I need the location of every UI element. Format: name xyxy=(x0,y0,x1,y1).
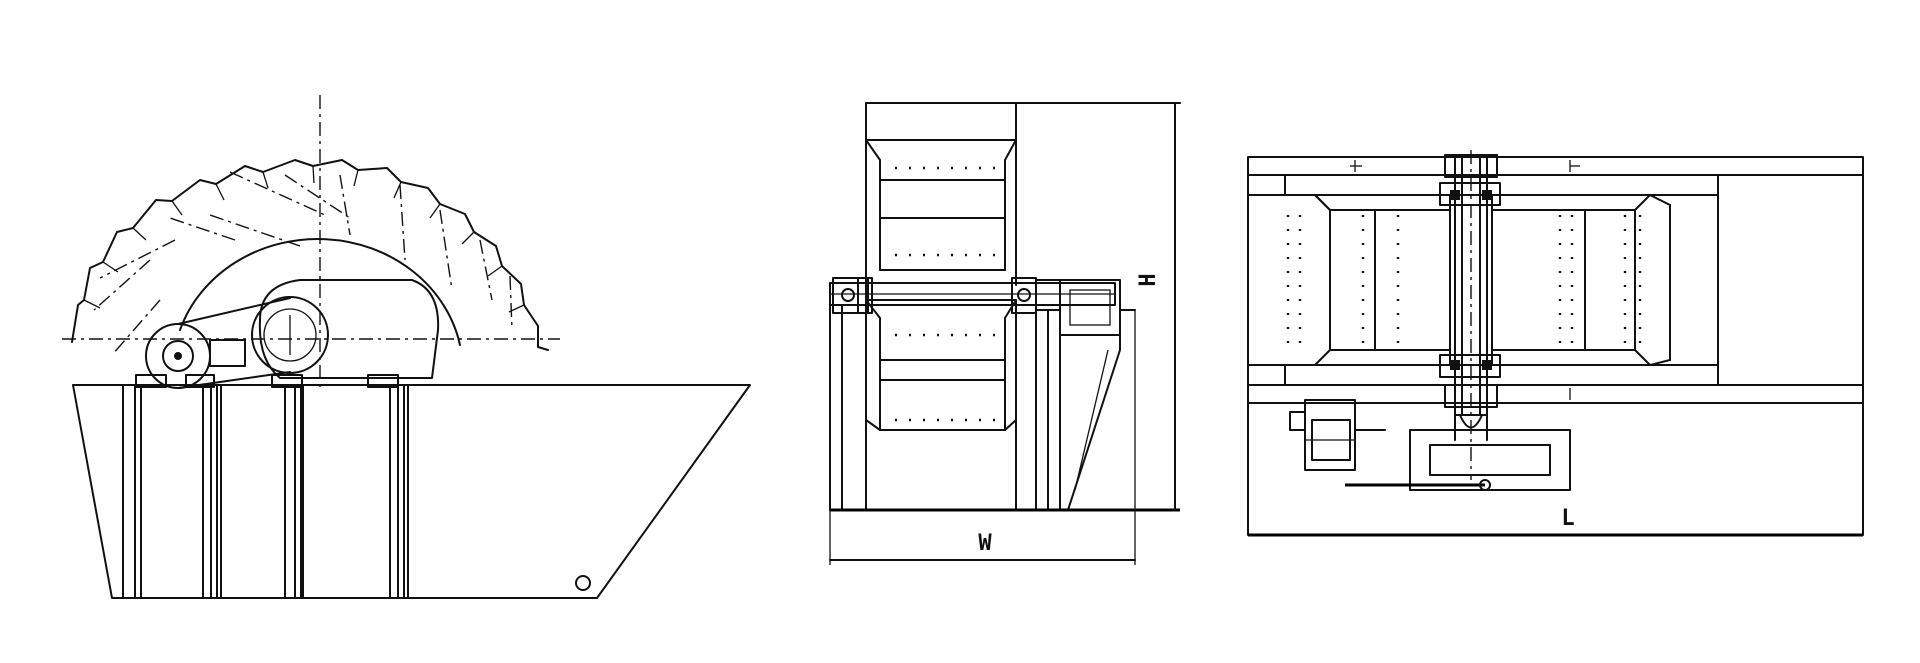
length-dimension: L xyxy=(1561,506,1574,531)
side-view xyxy=(62,95,751,599)
drive-support-bracket xyxy=(1059,334,1121,511)
support-columns xyxy=(122,384,409,599)
width-dimension-label: W xyxy=(978,531,992,556)
top-bolt-columns xyxy=(1286,215,1642,345)
drive-belt xyxy=(177,297,291,325)
bucket-arms xyxy=(93,171,513,356)
length-dimension-label: L xyxy=(1561,506,1574,531)
bucket-wheel-outline xyxy=(71,159,549,351)
top-frame-upper-rail xyxy=(1247,156,1864,176)
top-view: L xyxy=(1247,150,1864,537)
drive-housing xyxy=(258,279,440,379)
height-dimension: H xyxy=(1136,102,1176,511)
top-shaft-bearings xyxy=(1439,154,1501,408)
rail-marks xyxy=(1350,160,1580,400)
height-dimension-label: H xyxy=(1136,273,1161,286)
top-right-wheel xyxy=(1491,194,1651,366)
top-reducer-frame xyxy=(1409,429,1571,491)
wheel-hub-arc xyxy=(179,237,461,346)
upper-hopper xyxy=(865,139,1017,271)
width-dimension: W xyxy=(829,310,1136,565)
lower-hopper xyxy=(865,299,1017,431)
tank-body xyxy=(72,384,751,599)
top-drive-motor xyxy=(1289,399,1386,471)
mount-brackets xyxy=(135,374,399,388)
drain-plug xyxy=(575,575,591,591)
front-drive-box xyxy=(1059,279,1121,336)
front-view: W H xyxy=(829,102,1181,565)
top-left-wheel xyxy=(1314,194,1451,366)
